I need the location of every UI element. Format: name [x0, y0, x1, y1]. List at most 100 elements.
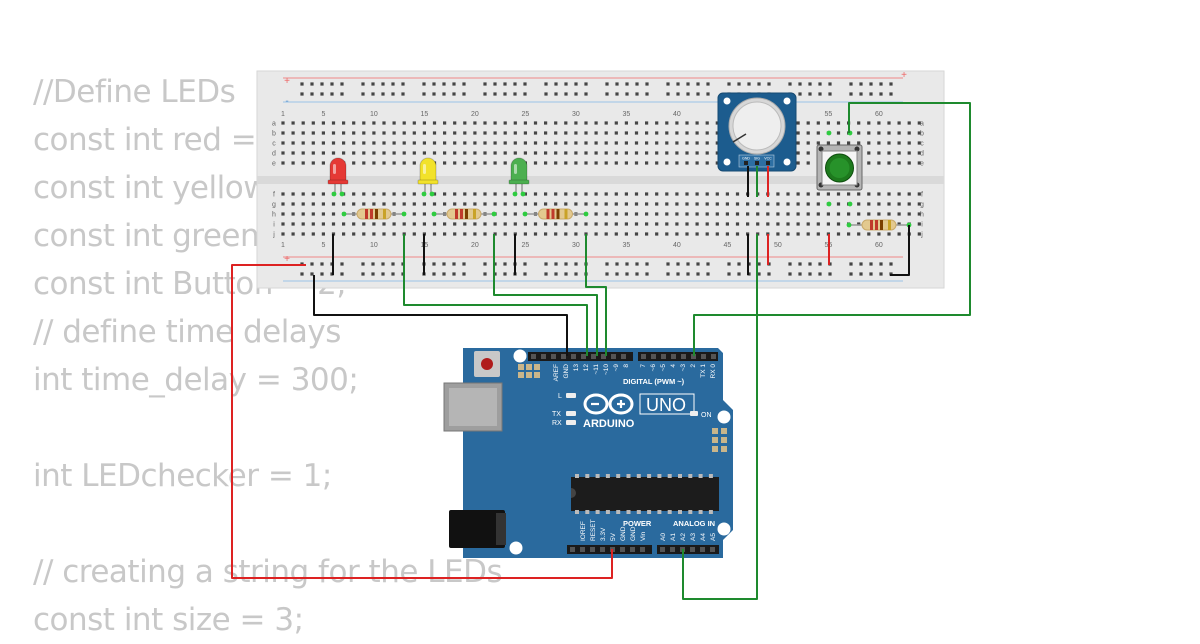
terminal-hole — [867, 141, 871, 145]
potentiometer-pin — [744, 161, 748, 165]
terminal-hole — [392, 222, 396, 226]
terminal-hole — [584, 222, 588, 226]
rail-hole — [727, 272, 731, 276]
column-number: 5 — [321, 242, 325, 249]
terminal-hole — [382, 121, 386, 125]
rail-hole — [798, 92, 802, 96]
rail-hole — [544, 262, 548, 266]
rail-hole — [503, 262, 507, 266]
terminal-hole — [432, 131, 437, 135]
terminal-hole — [695, 202, 699, 206]
rail-hole — [869, 92, 873, 96]
digital-pin-label: ~9 — [613, 364, 620, 372]
terminal-hole — [554, 202, 558, 206]
row-letter: d — [272, 151, 276, 158]
terminal-hole — [443, 151, 447, 155]
resistor-pin-dot — [431, 211, 437, 217]
terminal-hole — [917, 121, 921, 125]
terminal-hole — [301, 131, 305, 135]
terminal-hole — [887, 192, 891, 196]
terminal-hole — [816, 232, 820, 236]
rail-plus-sign: + — [284, 76, 290, 87]
terminal-hole — [675, 121, 679, 125]
terminal-hole — [362, 192, 366, 196]
terminal-hole — [907, 161, 911, 165]
rail-hole — [462, 82, 466, 86]
terminal-hole — [493, 121, 497, 125]
terminal-hole — [362, 131, 366, 135]
terminal-hole — [412, 121, 416, 125]
terminal-hole — [473, 192, 477, 196]
rail-hole — [706, 92, 710, 96]
terminal-hole — [352, 161, 356, 165]
terminal-hole — [513, 202, 517, 206]
terminal-hole — [483, 141, 487, 145]
terminal-hole — [422, 222, 426, 226]
terminal-hole — [362, 202, 366, 206]
rail-minus-sign: - — [285, 96, 288, 107]
terminal-hole — [372, 202, 376, 206]
terminal-hole — [574, 131, 578, 135]
terminal-hole — [503, 232, 507, 236]
terminal-hole — [665, 161, 669, 165]
rail-hole — [706, 272, 710, 276]
microcontroller-chip — [571, 477, 719, 511]
terminal-hole — [705, 232, 709, 236]
terminal-hole — [291, 232, 295, 236]
potentiometer-pin-label: GND — [742, 157, 750, 161]
column-number: 20 — [471, 242, 479, 249]
terminal-hole — [281, 222, 285, 226]
code-line: //Define LEDs — [33, 74, 236, 110]
rail-hole — [676, 272, 680, 276]
terminal-hole — [786, 232, 790, 236]
potentiometer-indicator — [732, 133, 747, 143]
terminal-hole — [786, 202, 790, 206]
terminal-hole — [493, 202, 497, 206]
rail-hole — [879, 92, 883, 96]
terminal-hole — [544, 222, 548, 226]
push-button-corner — [818, 146, 824, 152]
code-line: const int yellow — [33, 170, 269, 206]
rail-hole — [605, 262, 609, 266]
terminal-hole — [806, 202, 810, 206]
terminal-hole — [281, 161, 285, 165]
rail-hole — [584, 82, 588, 86]
terminal-hole — [412, 131, 416, 135]
terminal-hole — [867, 192, 871, 196]
potentiometer-mount-hole — [783, 158, 791, 166]
terminal-hole — [826, 121, 830, 125]
terminal-hole — [877, 141, 881, 145]
terminal-hole — [614, 222, 618, 226]
terminal-hole — [554, 161, 558, 165]
push-button-pin-dot — [826, 201, 832, 207]
terminal-hole — [665, 131, 669, 135]
rail-hole — [808, 92, 812, 96]
terminal-hole — [533, 141, 538, 145]
resistor-yellow-led — [431, 208, 497, 220]
terminal-hole — [776, 222, 780, 226]
terminal-hole — [473, 121, 477, 125]
terminal-hole — [432, 232, 437, 236]
column-number: 60 — [875, 111, 883, 118]
header-hole — [581, 354, 586, 359]
terminal-hole — [685, 212, 689, 216]
terminal-hole — [372, 121, 376, 125]
rail-hole — [818, 272, 822, 276]
rail-hole — [340, 262, 344, 266]
digital-pin-label: ~10 — [603, 364, 610, 375]
chip-pin — [708, 474, 713, 478]
terminal-hole — [796, 192, 800, 196]
terminal-hole — [372, 151, 376, 155]
terminal-hole — [301, 151, 305, 155]
push-button-corner — [854, 146, 860, 152]
terminal-hole — [645, 141, 649, 145]
five-volt-wire — [231, 264, 613, 579]
terminal-hole — [432, 141, 437, 145]
terminal-hole — [503, 222, 507, 226]
icsp-pin — [721, 437, 727, 443]
resistor-band — [370, 209, 373, 219]
column-number: 35 — [623, 111, 631, 118]
terminal-hole — [321, 121, 325, 125]
terminal-hole — [645, 131, 649, 135]
terminal-hole — [311, 141, 315, 145]
